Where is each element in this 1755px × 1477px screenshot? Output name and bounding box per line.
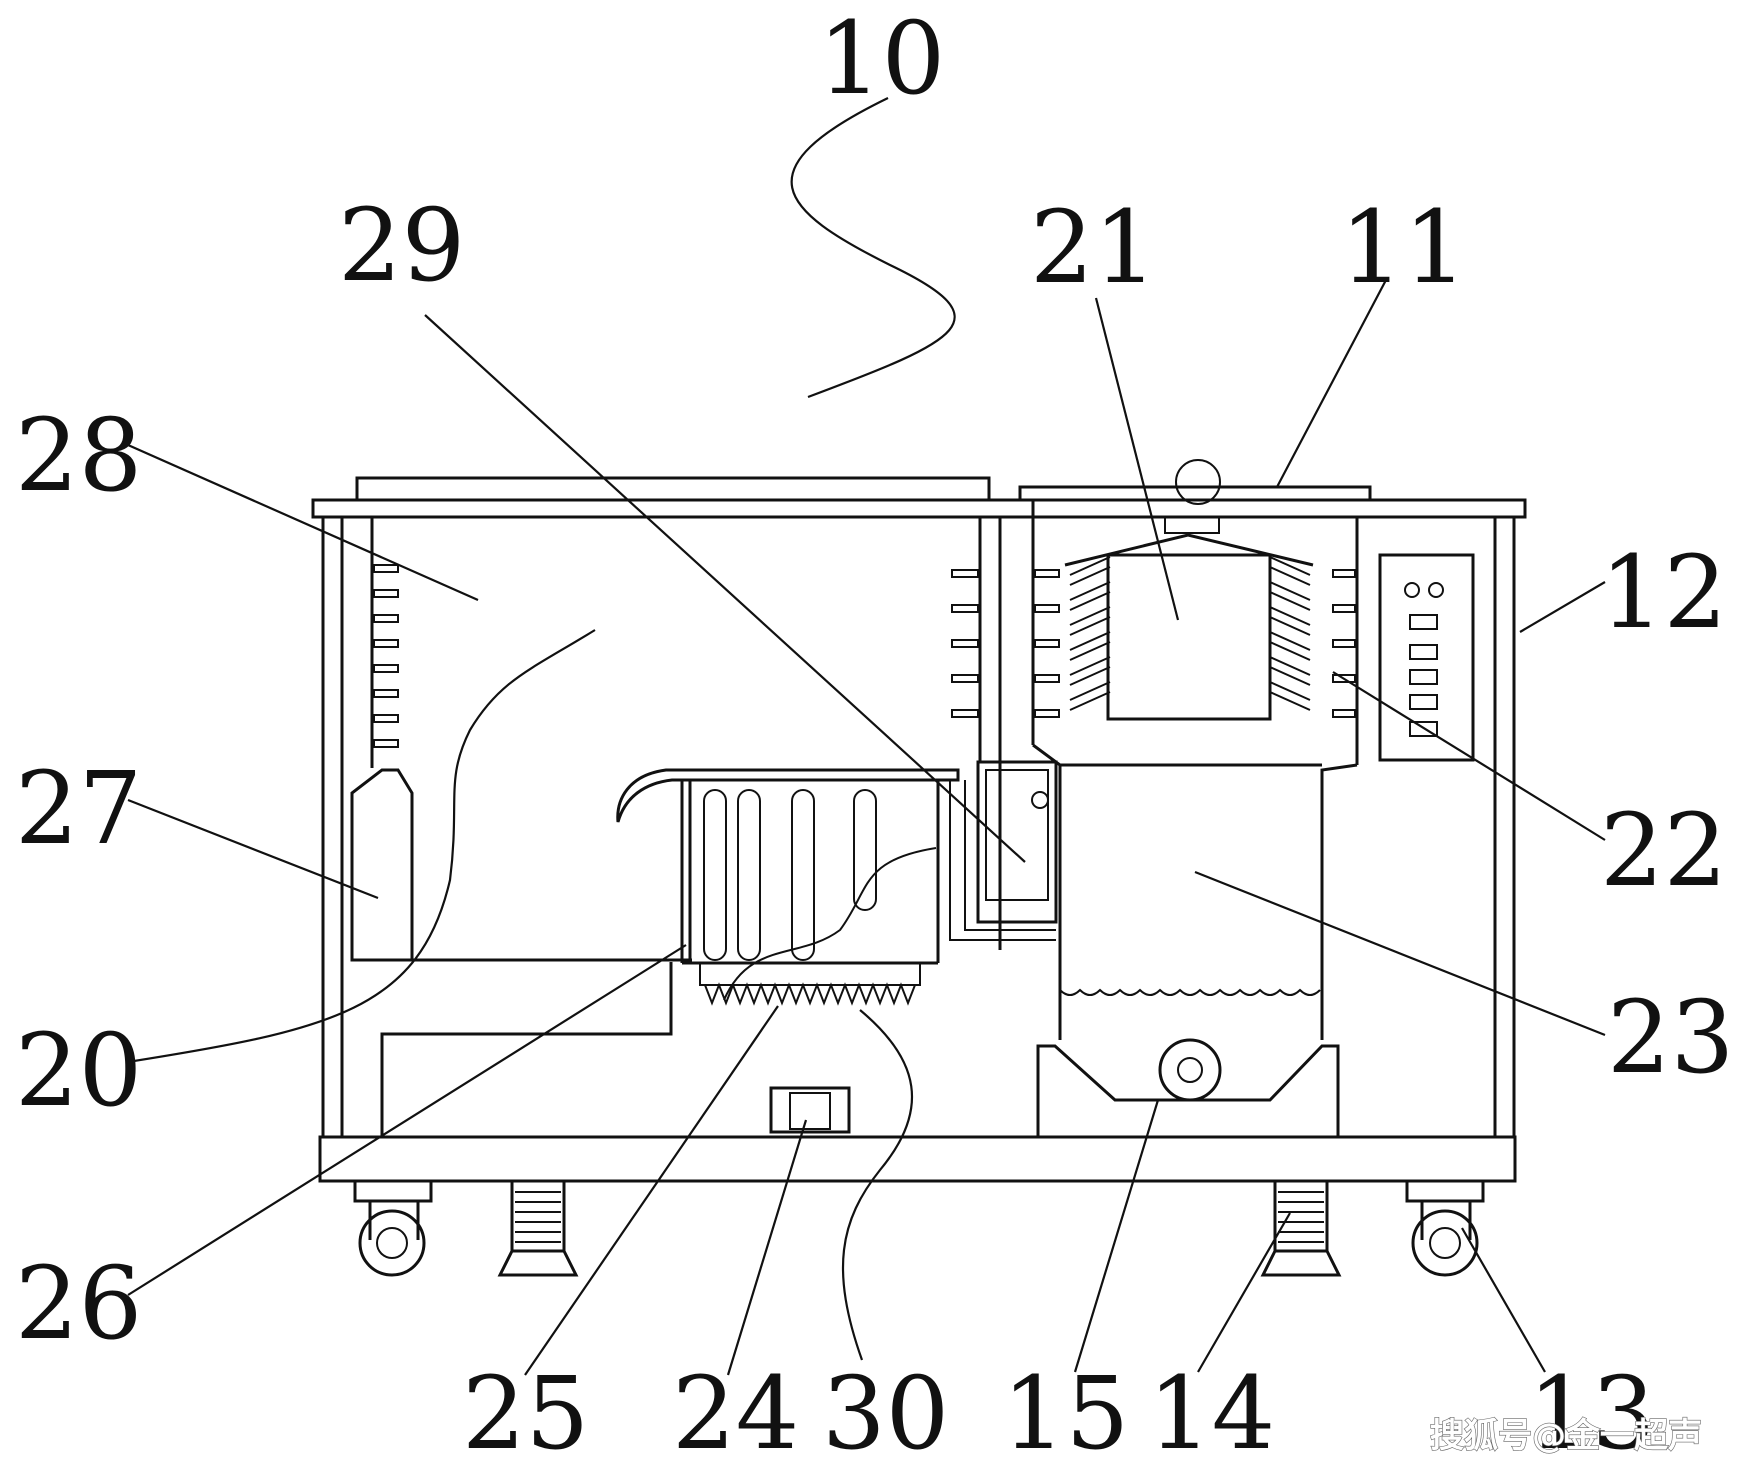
- leader-24: [726, 1119, 808, 1376]
- leader-10: [790, 97, 956, 399]
- control-box: [949, 760, 1058, 941]
- watermark: 搜狐号@金一超声: [1430, 1416, 1702, 1456]
- right-rib-ladder: [951, 569, 979, 718]
- leader-lines: [127, 97, 1606, 1376]
- spring-foot-right: [1260, 1179, 1342, 1277]
- control-panel: [1378, 553, 1475, 762]
- leader-15: [1073, 1099, 1160, 1373]
- callout-14: 14: [1148, 1355, 1275, 1472]
- callout-26: 26: [15, 1245, 142, 1362]
- callout-28: 28: [15, 397, 142, 514]
- leader-27: [127, 798, 379, 900]
- callout-11: 11: [1340, 189, 1467, 306]
- leader-30: [841, 1009, 913, 1361]
- leader-11: [1276, 279, 1387, 488]
- leader-25: [524, 1005, 779, 1376]
- right-tank: [1031, 459, 1475, 1137]
- leader-21: [1094, 297, 1180, 621]
- basket: [616, 768, 960, 1006]
- callout-25: 25: [462, 1355, 589, 1472]
- callout-13: 13: [1528, 1355, 1655, 1472]
- leader-26: [127, 944, 687, 1296]
- leader-13: [1461, 1227, 1546, 1373]
- spring-foot-left: [497, 1179, 579, 1277]
- callout-24: 24: [672, 1355, 799, 1472]
- leader-23: [1194, 870, 1606, 1037]
- leader-20: [127, 629, 596, 1064]
- callout-20: 20: [15, 1012, 142, 1129]
- callout-15: 15: [1002, 1355, 1129, 1472]
- callout-30: 30: [822, 1355, 949, 1472]
- valve: [769, 1086, 851, 1134]
- leader-29: [424, 314, 1026, 863]
- leader-22: [1332, 671, 1606, 841]
- leader-14: [1197, 1212, 1291, 1373]
- leader-12: [1519, 581, 1606, 633]
- wheel-right: [1405, 1179, 1485, 1277]
- left-tank: [350, 517, 1058, 1137]
- callout-10: 10: [818, 0, 945, 117]
- right-fins: [1269, 556, 1311, 711]
- machine-body: [311, 476, 1527, 1183]
- motor-side-ribs: [1034, 569, 1356, 718]
- callout-27: 27: [15, 750, 142, 867]
- left-fins: [1069, 556, 1111, 711]
- callout-23: 23: [1607, 979, 1734, 1096]
- left-rib-ladder: [373, 564, 399, 748]
- feet: [353, 1179, 1485, 1277]
- callout-22: 22: [1600, 792, 1727, 909]
- leader-28: [127, 443, 479, 602]
- wheel-left: [353, 1179, 433, 1277]
- callout-21: 21: [1030, 189, 1157, 306]
- callout-29: 29: [338, 187, 465, 304]
- callout-12: 12: [1600, 534, 1727, 651]
- callout-labels: 10 29 21 11 28 12 27 22 20 23 26 25 24 3…: [15, 0, 1734, 1472]
